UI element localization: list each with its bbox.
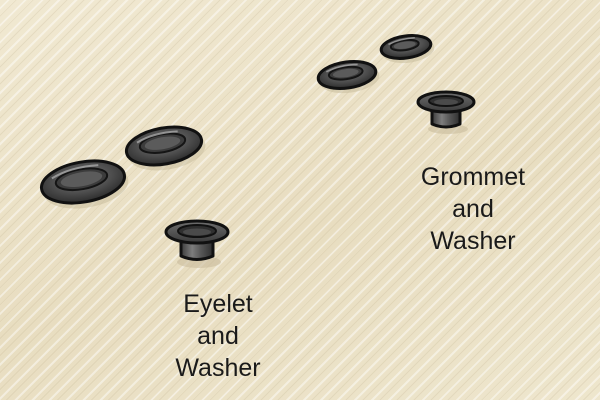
grommet-and-washer-caption: Grommet and Washer [398,161,548,257]
grommet-washer-left [316,60,380,94]
grommet-part [416,90,476,134]
eyelet-washer-right [124,125,206,171]
eyelet-washer-left [39,159,129,209]
caption-line: and [452,195,494,223]
caption-line: Washer [430,227,516,255]
caption-line: Grommet [420,163,526,191]
eyelet-part [164,219,230,268]
caption-line: Washer [175,354,261,382]
eyelet-and-washer-caption: Eyelet and Washer [148,288,288,384]
caption-line: and [197,322,239,350]
grommet-washer-right [379,34,435,64]
caption-line: Eyelet [183,290,253,318]
